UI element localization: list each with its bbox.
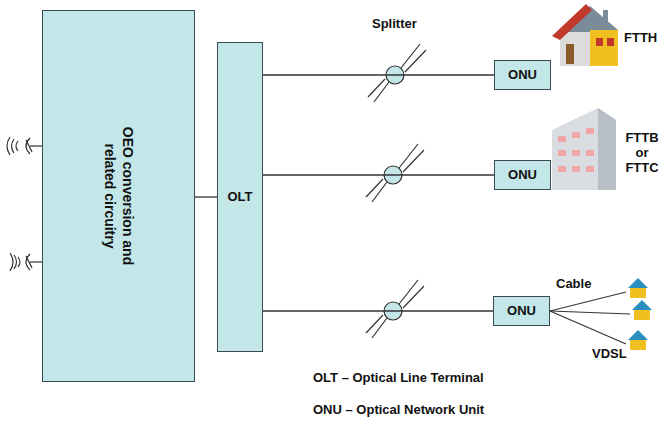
building-type-label: FTTH — [624, 30, 657, 45]
antenna-symbol — [10, 253, 42, 271]
legend-note: OLT – Optical Line Terminal — [313, 370, 484, 385]
node-text: ONU — [494, 303, 549, 319]
onu-box: ONU — [493, 296, 550, 326]
legend-note: ONU – Optical Network Unit — [313, 402, 484, 417]
node-text: OLT — [218, 189, 262, 205]
text-holder: ONU — [494, 303, 549, 319]
building-type-label: FTTB or FTTC — [622, 130, 662, 175]
building-icon — [552, 108, 616, 190]
onu-box: ONU — [494, 60, 551, 90]
splitter-label: Splitter — [372, 16, 417, 31]
node-text: ONU — [495, 167, 550, 183]
onu-box: ONU — [494, 160, 551, 190]
text-holder: OLT — [218, 189, 262, 205]
text-holder: ONU — [495, 67, 550, 83]
text-holder: OEO conversion and related circuitry — [101, 106, 137, 286]
access-label: VDSL — [592, 346, 627, 361]
fiber-link — [195, 197, 217, 198]
drop-line — [550, 292, 630, 344]
splitter-symbol — [366, 44, 426, 338]
fiber-link — [263, 175, 494, 176]
access-label: Cable — [556, 276, 591, 291]
fiber-link — [263, 311, 493, 312]
text-holder: ONU — [495, 167, 550, 183]
fiber-link — [263, 75, 494, 76]
conversion-box: OEO conversion and related circuitry — [42, 10, 195, 382]
node-text: ONU — [495, 67, 550, 83]
olt-box: OLT — [217, 42, 263, 352]
small-house-icon — [628, 278, 652, 350]
house-icon — [552, 4, 618, 66]
node-text: OEO conversion and related circuitry — [101, 106, 137, 286]
antenna-symbol — [7, 137, 42, 155]
